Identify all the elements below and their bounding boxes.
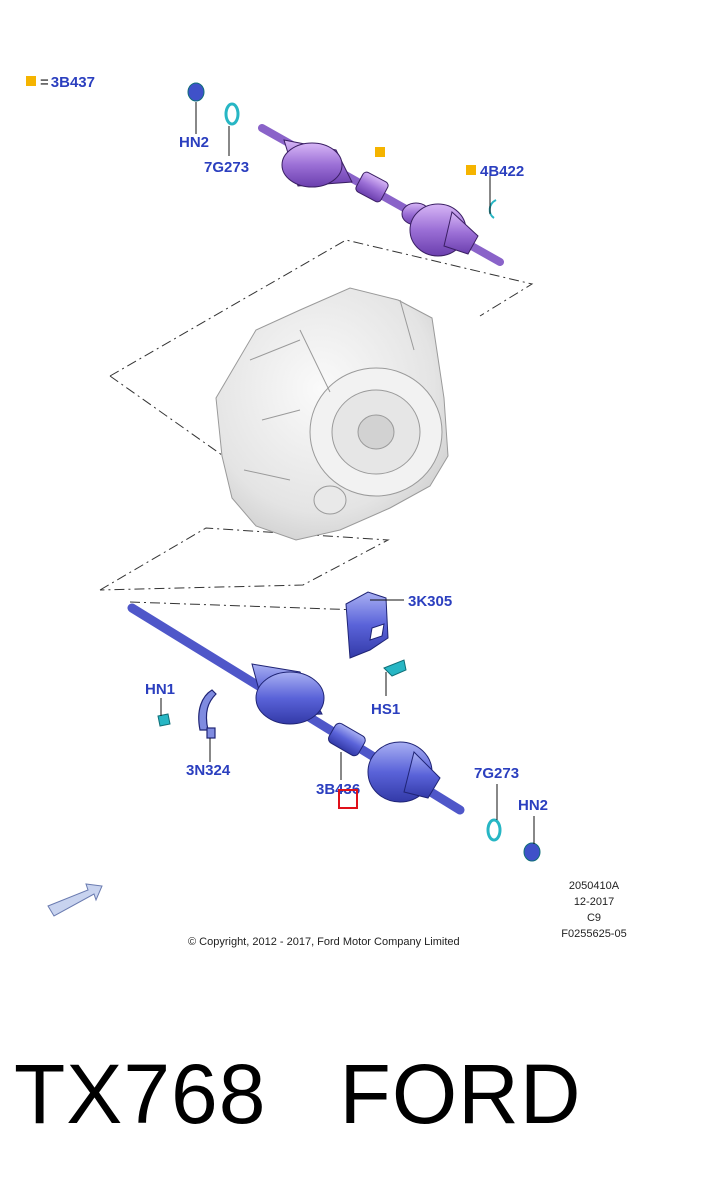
- circlip-4b422: [488, 199, 497, 219]
- legend-equals: =: [40, 74, 49, 91]
- highlight-box: [338, 789, 358, 809]
- washer-7g273-top: [224, 102, 240, 126]
- callout-7g273-top: 7G273: [204, 159, 250, 176]
- exploded-parts-diagram: [47, 82, 541, 917]
- drawing-version: C9: [586, 912, 602, 924]
- upper-guide-box: [109, 239, 534, 377]
- leader-lines: [160, 102, 535, 844]
- bearing-bracket: [345, 591, 389, 659]
- copyright-notice: © Copyright, 2012 - 2017, Ford Motor Com…: [188, 936, 460, 948]
- marker-3b437: [375, 147, 385, 157]
- bolt-hn1: [157, 713, 171, 727]
- drawing-date: 12-2017: [573, 896, 615, 908]
- legend-part: 3B437: [50, 74, 95, 91]
- legend-key: =3B437: [26, 75, 95, 90]
- lower-driveshaft: [127, 603, 465, 815]
- upper-driveshaft: [258, 124, 504, 266]
- nut-hn2-bottom: [523, 842, 541, 862]
- shaft-clamp: [198, 689, 217, 739]
- nut-hn2-top: [187, 82, 205, 102]
- callout-4b422: 4B422: [466, 164, 524, 179]
- caption-title: TX768 FORD: [14, 1047, 582, 1141]
- direction-arrow-icon: [47, 883, 103, 917]
- callout-3k305: 3K305: [408, 593, 453, 610]
- drawing-figure: F0255625-05: [561, 928, 627, 940]
- drawing-info: 2050410A 12-2017 C9 F0255625-05: [556, 878, 632, 942]
- callout-3n324: 3N324: [186, 762, 231, 779]
- callout-hs1: HS1: [371, 701, 401, 718]
- callout-7g273-bottom: 7G273: [474, 765, 520, 782]
- hardware: [157, 82, 541, 862]
- legend-marker: [26, 76, 36, 86]
- transmission-housing: [215, 287, 449, 541]
- washer-7g273-bottom: [486, 818, 502, 842]
- callout-4b422-label: 4B422: [480, 163, 525, 180]
- callout-hn2-top: HN2: [179, 134, 210, 151]
- lower-guide-box: [99, 527, 390, 591]
- bolt-hs1: [383, 659, 407, 677]
- drawing-code: 2050410A: [568, 880, 620, 892]
- callout-4b422-marker: [466, 165, 476, 175]
- callout-hn2-bottom: HN2: [518, 797, 549, 814]
- callout-hn1: HN1: [145, 681, 176, 698]
